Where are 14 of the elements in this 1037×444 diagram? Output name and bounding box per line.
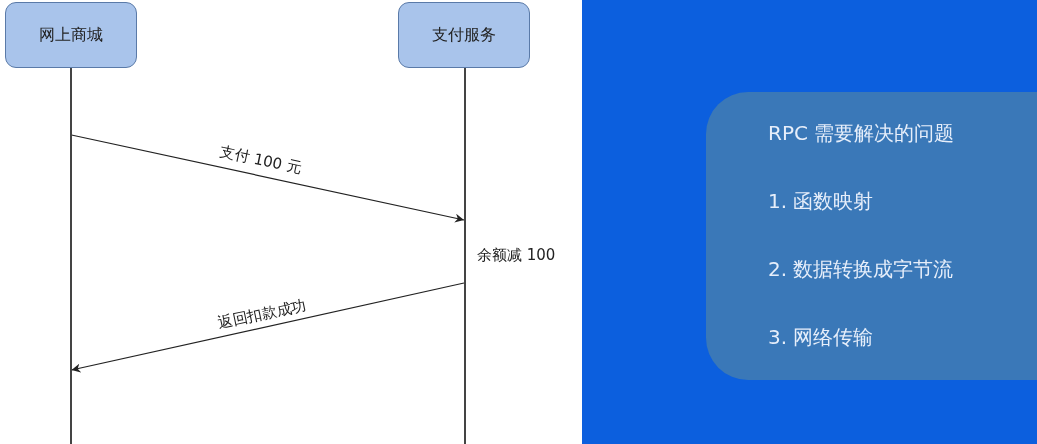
message-arrow bbox=[70, 282, 465, 373]
list-item: 1. 函数映射 bbox=[768, 188, 874, 215]
lifeline bbox=[70, 68, 72, 444]
list-item: 2. 数据转换成字节流 bbox=[768, 256, 954, 283]
participant-box bbox=[5, 2, 137, 68]
rounded-panel bbox=[706, 92, 1037, 380]
panel-heading: RPC 需要解决的问题 bbox=[768, 120, 955, 147]
participant-label: 网上商城 bbox=[39, 24, 103, 46]
message-arrow bbox=[70, 134, 465, 223]
participant-box bbox=[398, 2, 530, 68]
note-text: 余额减 100 bbox=[477, 246, 556, 265]
participant-label: 支付服务 bbox=[432, 24, 496, 46]
list-item: 3. 网络传输 bbox=[768, 324, 874, 351]
lifeline bbox=[464, 68, 466, 444]
